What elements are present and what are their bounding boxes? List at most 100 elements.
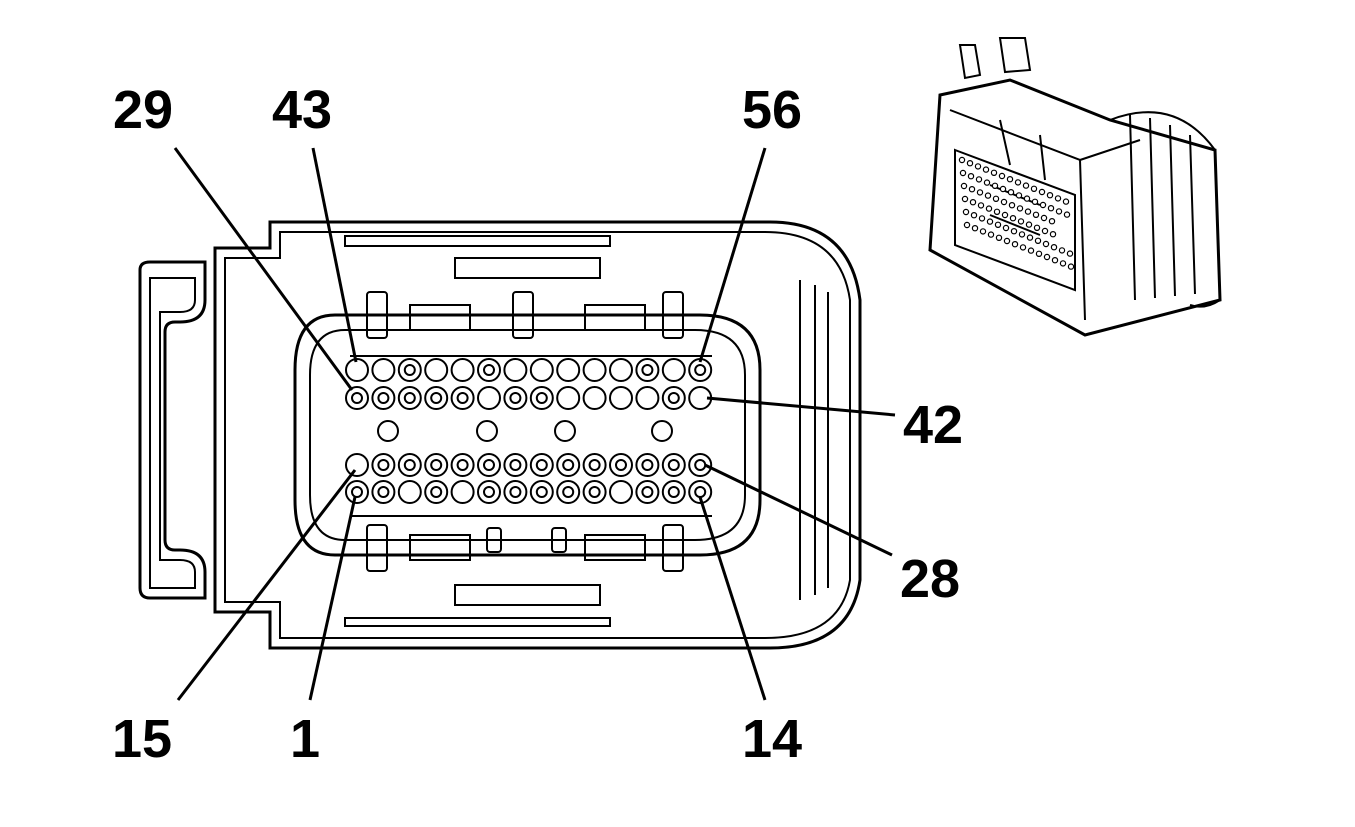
iso-cavity	[1062, 198, 1070, 205]
iso-cavity	[1014, 179, 1022, 186]
iso-cavity	[1059, 260, 1067, 267]
terminal-top-inner-5	[456, 392, 469, 404]
terminal-bottom-outer-4	[430, 486, 443, 498]
label-43: 43	[272, 80, 332, 140]
iso-cavity	[992, 195, 1000, 202]
iso-cavity	[1002, 224, 1010, 232]
label-56: 56	[742, 80, 802, 140]
iso-cavity	[1031, 198, 1039, 205]
iso-cavity	[995, 234, 1003, 241]
iso-cavity	[1034, 237, 1042, 244]
iso-cavity	[1019, 244, 1027, 251]
iso-cavity	[1030, 185, 1038, 192]
iso-cavity	[1009, 214, 1017, 222]
iso-cavity	[1026, 234, 1034, 241]
cavity-top-outer-2	[371, 358, 396, 382]
iso-cavity	[1041, 227, 1049, 235]
iso-cavity	[977, 202, 985, 209]
iso-cavity	[1063, 211, 1071, 218]
iso-cavity	[976, 189, 984, 196]
terminal-bottom-inner-4	[430, 459, 443, 471]
terminal-bottom-inner-10	[588, 459, 601, 471]
polarizing-hole-4	[651, 420, 673, 442]
iso-cavity	[994, 221, 1002, 228]
polarizing-hole-3	[554, 420, 576, 442]
iso-cavity	[985, 205, 993, 212]
iso-cavity	[1001, 211, 1009, 219]
iso-cavity	[960, 182, 968, 190]
iso-cavity	[1067, 263, 1075, 270]
iso-cavity	[1040, 214, 1048, 222]
iso-cavity	[961, 195, 969, 203]
cavity-pins	[345, 358, 713, 504]
iso-cavity	[1042, 240, 1050, 248]
iso-cavity	[1043, 253, 1051, 261]
iso-cavity	[958, 156, 966, 164]
iso-cavity	[1039, 201, 1047, 209]
terminal-top-outer-6	[483, 364, 495, 376]
iso-cavity	[1048, 217, 1056, 225]
iso-cavity	[993, 208, 1001, 215]
cavity-top-outer-4	[424, 358, 449, 382]
terminal-bottom-outer-13	[667, 486, 680, 498]
terminal-bottom-outer-6	[483, 486, 495, 498]
terminal-bottom-inner-8	[535, 459, 548, 471]
iso-cavity	[1008, 201, 1016, 209]
iso-cavity	[1054, 195, 1062, 202]
leader-42	[706, 396, 896, 417]
isometric-cavity-grid	[958, 156, 1075, 270]
cavity-top-outer-10	[582, 358, 607, 382]
iso-cavity	[1000, 198, 1008, 206]
iso-cavity	[966, 159, 974, 167]
terminal-top-outer-12	[641, 364, 654, 376]
iso-cavity	[982, 166, 990, 173]
cavity-top-outer-9	[556, 358, 581, 382]
iso-cavity	[1018, 231, 1026, 238]
terminal-bottom-inner-11	[615, 459, 627, 471]
iso-cavity	[991, 182, 999, 189]
terminal-bottom-inner-12	[641, 459, 654, 471]
iso-cavity	[974, 163, 982, 170]
iso-cavity	[1022, 182, 1030, 189]
cavity-top-inner-12	[635, 386, 660, 410]
label-1: 1	[290, 709, 320, 769]
iso-cavity	[969, 198, 977, 206]
iso-cavity	[968, 185, 976, 193]
iso-cavity	[1033, 224, 1041, 231]
iso-cavity	[1055, 208, 1063, 215]
iso-cavity	[987, 231, 995, 238]
cavity-top-inner-10	[582, 386, 607, 410]
iso-cavity	[1058, 247, 1066, 254]
iso-cavity	[1066, 250, 1074, 257]
terminal-bottom-outer-7	[509, 486, 522, 498]
label-14: 14	[742, 709, 802, 769]
iso-cavity	[1047, 204, 1055, 212]
iso-cavity	[962, 208, 970, 216]
iso-cavity	[1050, 243, 1058, 251]
terminal-bottom-inner-2	[377, 459, 390, 471]
terminal-bottom-inner-6	[483, 459, 495, 471]
iso-cavity	[1006, 175, 1014, 183]
iso-cavity	[1046, 191, 1054, 199]
iso-cavity	[1003, 237, 1011, 245]
cavity-bottom-inner-1	[345, 453, 369, 477]
cavity-top-outer-8	[529, 358, 554, 382]
terminal-top-inner-3	[403, 392, 416, 404]
terminal-top-inner-1	[351, 392, 363, 404]
leader-1	[308, 496, 357, 701]
terminal-bottom-outer-8	[535, 486, 548, 498]
cavity-top-inner-6	[477, 386, 501, 410]
iso-cavity	[978, 215, 986, 222]
terminal-top-inner-4	[430, 392, 443, 404]
label-28: 28	[900, 549, 960, 609]
leader-lines	[173, 147, 896, 701]
iso-cavity	[1024, 208, 1032, 215]
iso-cavity	[1027, 247, 1035, 254]
iso-cavity	[984, 192, 992, 199]
iso-cavity	[986, 218, 994, 225]
iso-cavity	[1010, 227, 1018, 235]
terminal-bottom-inner-7	[509, 459, 522, 471]
terminal-bottom-outer-9	[562, 486, 575, 498]
cavity-top-outer-13	[661, 358, 686, 382]
iso-cavity	[971, 224, 979, 232]
